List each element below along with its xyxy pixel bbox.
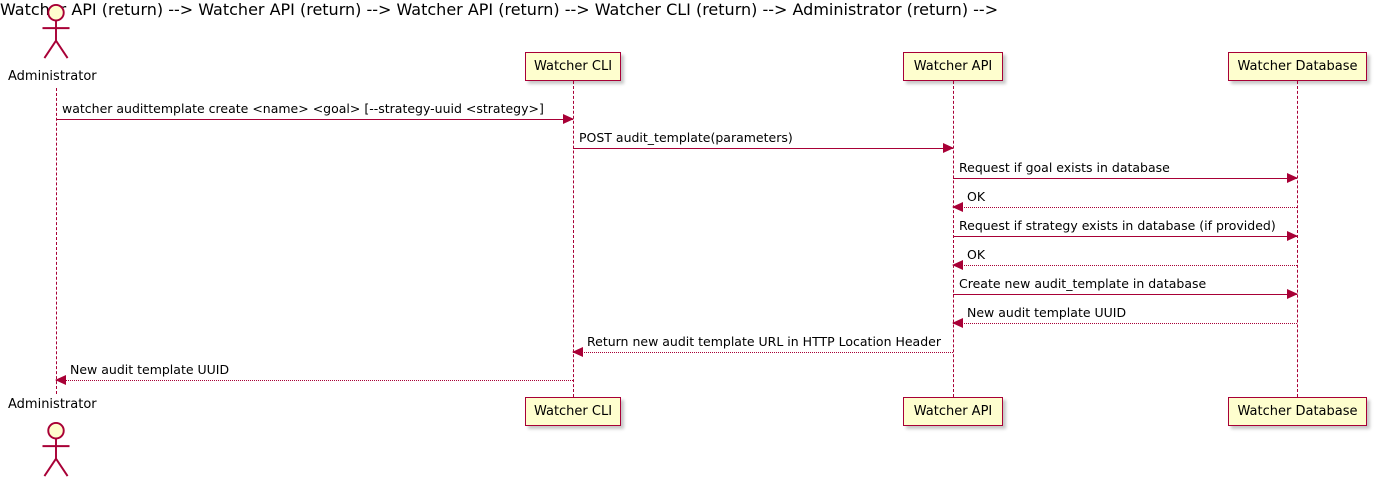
message-line-9 [573,352,953,353]
message-line-2 [573,148,953,149]
actor-icon-administrator-top [42,4,70,59]
message-line-10 [56,380,573,381]
message-label-6: OK [967,246,986,262]
arrowhead-icon-10 [55,375,66,385]
arrowhead-icon-6 [952,260,963,270]
actor-label-administrator-top: Administrator [8,69,97,84]
message-label-10: New audit template UUID [70,361,230,377]
message-line-1 [56,119,573,120]
message-label-9: Return new audit template URL in HTTP Lo… [587,333,941,349]
message-line-5 [953,236,1297,237]
participant-box-watcher-database-bottom[interactable]: Watcher Database [1228,397,1367,426]
message-label-7: Create new audit_template in database [959,275,1207,291]
message-label-1: watcher audittemplate create <name> <goa… [62,100,544,116]
lifeline-administrator [56,88,57,394]
message-line-6 [953,265,1297,266]
arrowhead-icon-3 [1287,173,1298,183]
arrowhead-icon-2 [943,143,954,153]
message-line-4 [953,207,1297,208]
message-label-4: OK [967,188,986,204]
participant-box-watcher-cli-top[interactable]: Watcher CLI [525,52,621,81]
arrowhead-icon-9 [572,347,583,357]
participant-box-watcher-database-top[interactable]: Watcher Database [1228,52,1367,81]
message-label-2: POST audit_template(parameters) [579,129,793,145]
arrowhead-icon-8 [952,318,963,328]
arrowhead-icon-5 [1287,231,1298,241]
message-label-3: Request if goal exists in database [959,159,1170,175]
actor-label-administrator-bottom: Administrator [8,397,97,412]
lifeline-watcher-api [953,81,954,397]
message-line-7 [953,294,1297,295]
message-line-8 [953,323,1297,324]
message-label-8: New audit template UUID [967,304,1127,320]
message-line-3 [953,178,1297,179]
participant-box-watcher-cli-bottom[interactable]: Watcher CLI [525,397,621,426]
actor-icon-administrator-bottom [42,422,70,477]
message-label-5: Request if strategy exists in database (… [959,217,1276,233]
participant-box-watcher-api-bottom[interactable]: Watcher API [903,397,1003,426]
arrowhead-icon-7 [1287,289,1298,299]
lifeline-watcher-cli [573,81,574,397]
participant-box-watcher-api-top[interactable]: Watcher API [903,52,1003,81]
arrowhead-icon-1 [563,114,574,124]
arrowhead-icon-4 [952,202,963,212]
